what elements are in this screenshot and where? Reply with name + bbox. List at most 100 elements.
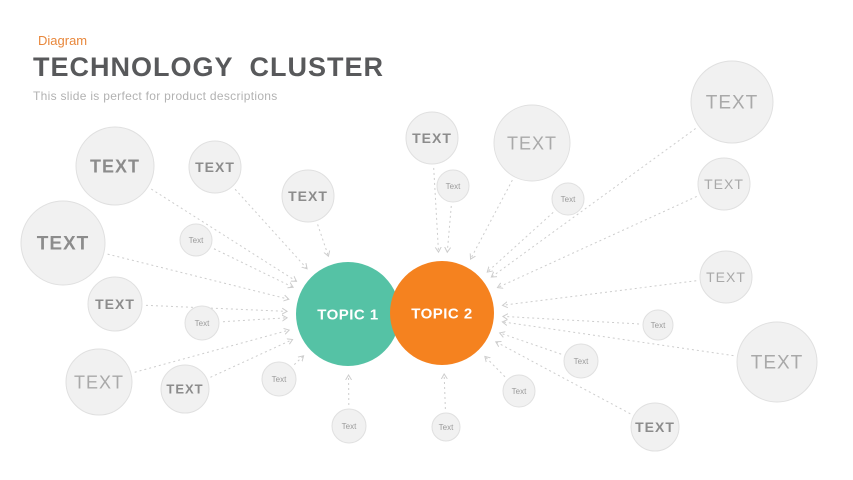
connector-arrow bbox=[485, 356, 506, 378]
cluster-node-circle bbox=[20, 200, 106, 286]
cluster-node: TEXT bbox=[20, 200, 106, 286]
cluster-node: TEXT bbox=[65, 348, 133, 416]
cluster-node-label: TEXT bbox=[166, 382, 203, 397]
cluster-node-circle bbox=[436, 169, 470, 203]
cluster-node-label: TEXT bbox=[507, 133, 557, 153]
page-subtitle: This slide is perfect for product descri… bbox=[33, 89, 278, 103]
cluster-node: TEXT bbox=[736, 321, 818, 403]
connector-arrow bbox=[444, 374, 445, 410]
connector-arrow bbox=[317, 224, 329, 256]
cluster-node: Text bbox=[331, 408, 367, 444]
cluster-node: Text bbox=[436, 169, 470, 203]
cluster-node-label: TEXT bbox=[751, 353, 804, 374]
connector-arrow bbox=[210, 339, 292, 378]
cluster-node-label: Text bbox=[439, 423, 454, 432]
cluster-node-label: TEXT bbox=[195, 159, 235, 175]
connector-arrow bbox=[145, 304, 287, 311]
cluster-node-circle bbox=[697, 157, 751, 211]
cluster-node-label: Text bbox=[651, 321, 666, 330]
cluster-node-label: TEXT bbox=[74, 372, 124, 392]
connector-arrow bbox=[471, 179, 513, 259]
cluster-node: Text bbox=[431, 412, 461, 442]
connector-arrow bbox=[151, 188, 296, 281]
connector-arrow bbox=[222, 318, 287, 323]
connector-arrow bbox=[433, 167, 439, 252]
cluster-node-circle bbox=[87, 276, 143, 332]
connector-arrow bbox=[496, 342, 631, 415]
cluster-node-label: TEXT bbox=[412, 130, 452, 146]
connector-arrow bbox=[447, 205, 452, 252]
cluster-node: TEXT bbox=[160, 364, 210, 414]
connector-arrow bbox=[502, 322, 734, 357]
connector-arrow bbox=[491, 128, 696, 277]
topic1-circle bbox=[296, 262, 400, 366]
cluster-node-circle bbox=[160, 364, 210, 414]
cluster-node: Text bbox=[642, 309, 674, 341]
cluster-node-circle bbox=[75, 126, 155, 206]
topic-circle-topic2: TOPIC 2 bbox=[390, 261, 494, 365]
cluster-node: Text bbox=[563, 343, 599, 379]
cluster-node: Text bbox=[551, 182, 585, 216]
cluster-node-label: TEXT bbox=[706, 93, 759, 114]
connector-arrow bbox=[503, 280, 697, 306]
cluster-node: TEXT bbox=[630, 402, 680, 452]
cluster-node-label: Text bbox=[574, 357, 589, 366]
cluster-node-label: Text bbox=[512, 387, 527, 396]
cluster-node-label: TEXT bbox=[90, 156, 140, 176]
cluster-node-label: TEXT bbox=[635, 419, 675, 435]
cluster-node: Text bbox=[502, 374, 536, 408]
cluster-node: TEXT bbox=[75, 126, 155, 206]
connector-arrow bbox=[107, 253, 289, 299]
topic-circle-topic1: TOPIC 1 bbox=[296, 262, 400, 366]
cluster-node: TEXT bbox=[281, 169, 335, 223]
cluster-node-circle bbox=[431, 412, 461, 442]
cluster-node-circle bbox=[630, 402, 680, 452]
cluster-node: TEXT bbox=[699, 250, 753, 304]
cluster-node-label: TEXT bbox=[706, 269, 746, 285]
topic1-label: TOPIC 1 bbox=[317, 306, 379, 323]
connector-arrow bbox=[487, 212, 554, 272]
connector-arrow bbox=[497, 196, 697, 287]
cluster-node-label: Text bbox=[195, 319, 210, 328]
cluster-node-circle bbox=[331, 408, 367, 444]
cluster-node-label: TEXT bbox=[288, 188, 328, 204]
cluster-node-circle bbox=[493, 104, 571, 182]
page-title: TECHNOLOGY CLUSTER bbox=[33, 52, 385, 82]
cluster-node-circle bbox=[563, 343, 599, 379]
cluster-node: TEXT bbox=[690, 60, 774, 144]
cluster-node-circle bbox=[502, 374, 536, 408]
cluster-node-label: Text bbox=[272, 375, 287, 384]
cluster-node: Text bbox=[184, 305, 220, 341]
cluster-node-circle bbox=[179, 223, 213, 257]
cluster-node-circle bbox=[736, 321, 818, 403]
header: Diagram TECHNOLOGY CLUSTER This slide is… bbox=[33, 33, 384, 103]
connector-arrow bbox=[503, 316, 640, 325]
cluster-node-circle bbox=[281, 169, 335, 223]
cluster-node-circle bbox=[188, 140, 242, 194]
cluster-node: TEXT bbox=[493, 104, 571, 182]
cluster-node-label: Text bbox=[342, 422, 357, 431]
cluster-node-circle bbox=[184, 305, 220, 341]
cluster-node-circle bbox=[551, 182, 585, 216]
category-label[interactable]: Diagram bbox=[38, 33, 88, 48]
cluster-node-circle bbox=[690, 60, 774, 144]
cluster-node-label: TEXT bbox=[704, 176, 744, 192]
cluster-node-circle bbox=[261, 361, 297, 397]
cluster-node-label: TEXT bbox=[95, 296, 135, 312]
cluster-node-circle bbox=[699, 250, 753, 304]
cluster-node-label: Text bbox=[189, 236, 204, 245]
cluster-node: TEXT bbox=[188, 140, 242, 194]
cluster-node: TEXT bbox=[697, 157, 751, 211]
cluster-node: TEXT bbox=[87, 276, 143, 332]
cluster-node-circle bbox=[65, 348, 133, 416]
connector-arrow bbox=[500, 333, 562, 355]
cluster-node-label: Text bbox=[446, 182, 461, 191]
cluster-node-label: TEXT bbox=[37, 234, 90, 255]
topic2-label: TOPIC 2 bbox=[411, 305, 473, 322]
cluster-node: Text bbox=[261, 361, 297, 397]
cluster-node-label: Text bbox=[561, 195, 576, 204]
cluster-node-circle bbox=[405, 111, 459, 165]
cluster-node: Text bbox=[179, 223, 213, 257]
